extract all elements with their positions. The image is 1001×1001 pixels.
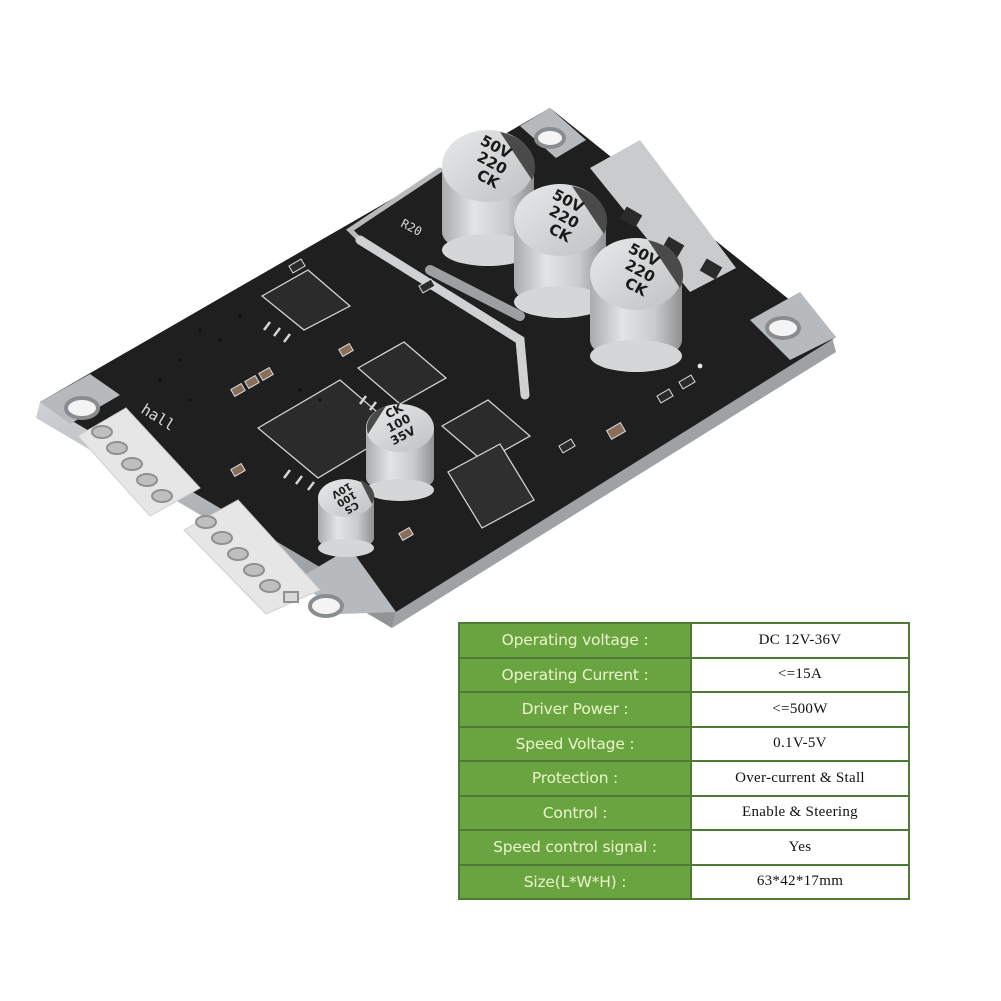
spec-value: <=15A bbox=[690, 656, 910, 693]
spec-label: Size(L*W*H) : bbox=[458, 863, 692, 900]
spec-value: 0.1V-5V bbox=[690, 725, 910, 762]
spec-row-speed-control-signal: Speed control signal : Yes bbox=[458, 829, 910, 866]
mounting-holes bbox=[64, 127, 801, 618]
spec-label: Driver Power : bbox=[458, 691, 692, 728]
capacitor-c3: 50V 220 CK bbox=[590, 238, 684, 372]
spec-value: DC 12V-36V bbox=[690, 622, 910, 659]
spec-row-control: Control : Enable & Steering bbox=[458, 794, 910, 831]
spec-value: <=500W bbox=[690, 691, 910, 728]
spec-label: Speed control signal : bbox=[458, 829, 692, 866]
capacitor-c5: CS 100 10V bbox=[318, 479, 375, 557]
spec-label: Control : bbox=[458, 794, 692, 831]
spec-row-size: Size(L*W*H) : 63*42*17mm bbox=[458, 863, 910, 900]
motor-connector-pads bbox=[183, 499, 321, 615]
specifications-table: Operating voltage : DC 12V-36V Operating… bbox=[458, 622, 910, 900]
spec-row-driver-power: Driver Power : <=500W bbox=[458, 691, 910, 728]
capacitor-c4: CK 100 35V bbox=[366, 400, 434, 501]
spec-value: Enable & Steering bbox=[690, 794, 910, 831]
spec-row-operating-current: Operating Current : <=15A bbox=[458, 656, 910, 693]
spec-label: Operating Current : bbox=[458, 656, 692, 693]
spec-value: 63*42*17mm bbox=[690, 863, 910, 900]
spec-label: Operating voltage : bbox=[458, 622, 692, 659]
spec-row-speed-voltage: Speed Voltage : 0.1V-5V bbox=[458, 725, 910, 762]
integrated-circuits bbox=[256, 269, 535, 529]
power-terminal-pads bbox=[590, 140, 736, 292]
pcb-board bbox=[36, 108, 836, 628]
smd-components bbox=[230, 258, 696, 542]
spec-value: Yes bbox=[690, 829, 910, 866]
capacitor-c1: 50V 220 CK bbox=[442, 130, 536, 266]
pcb-vias bbox=[158, 314, 703, 402]
capacitor-c2: 50V 220 CK bbox=[514, 184, 608, 318]
spec-value: Over-current & Stall bbox=[690, 760, 910, 797]
spec-row-protection: Protection : Over-current & Stall bbox=[458, 760, 910, 797]
spec-row-operating-voltage: Operating voltage : DC 12V-36V bbox=[458, 622, 910, 659]
spec-label: Speed Voltage : bbox=[458, 725, 692, 762]
spec-label: Protection : bbox=[458, 760, 692, 797]
